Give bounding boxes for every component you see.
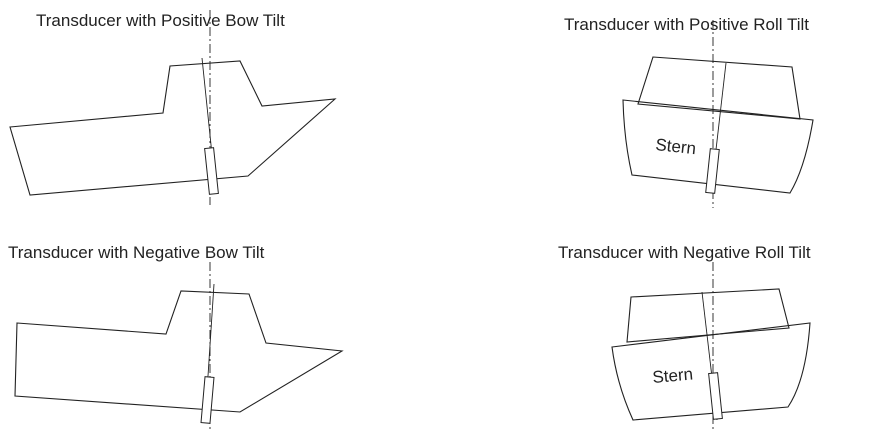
transducer-icon xyxy=(708,372,723,420)
boat-hull-stern-view xyxy=(611,322,811,421)
positive-roll-tilt-figure: Stern xyxy=(622,20,814,208)
stern-label: Stern xyxy=(652,365,694,387)
negative-roll-tilt-figure: Stern xyxy=(611,262,811,432)
boat-cabin-stern-view xyxy=(626,288,790,343)
negative-bow-tilt-figure xyxy=(14,262,344,432)
caption-negative-bow-tilt: Transducer with Negative Bow Tilt xyxy=(8,243,265,262)
boat-hull-side-view xyxy=(14,290,344,413)
transducer-icon xyxy=(705,148,720,194)
transducer-icon xyxy=(200,376,215,424)
caption-negative-roll-tilt: Transducer with Negative Roll Tilt xyxy=(558,243,811,262)
stern-label: Stern xyxy=(655,135,697,158)
caption-positive-roll-tilt: Transducer with Positive Roll Tilt xyxy=(564,15,810,34)
transducer-icon xyxy=(204,147,219,195)
caption-positive-bow-tilt: Transducer with Positive Bow Tilt xyxy=(36,11,285,30)
positive-bow-tilt-figure xyxy=(9,10,337,205)
boat-hull-stern-view xyxy=(622,99,814,194)
boat-hull-side-view xyxy=(9,60,337,196)
